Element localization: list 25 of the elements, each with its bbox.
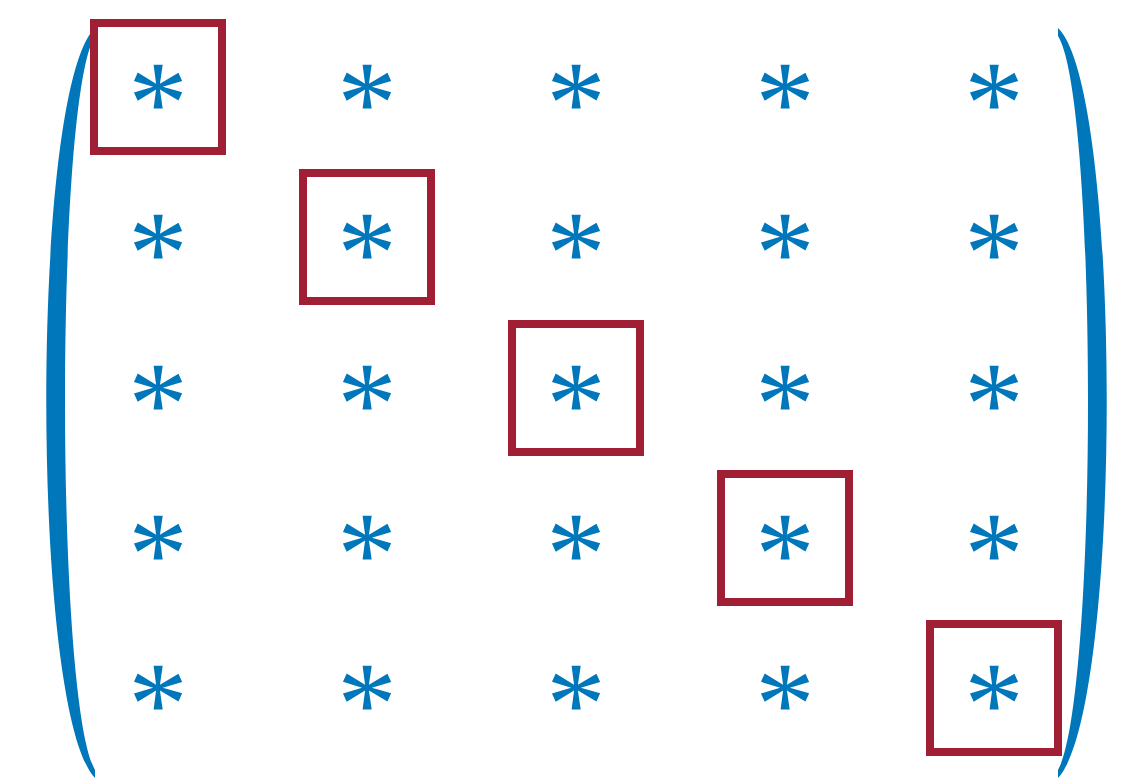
asterisk: * (760, 214, 810, 259)
asterisk: * (969, 64, 1019, 109)
highlight-box: * (717, 470, 853, 606)
asterisk: * (342, 515, 392, 560)
asterisk: * (551, 665, 601, 710)
asterisk: * (551, 64, 601, 109)
highlight-box: * (299, 169, 435, 305)
asterisk: * (134, 665, 183, 710)
highlight-box: * (90, 19, 226, 155)
asterisk: * (134, 214, 183, 259)
asterisk: * (969, 214, 1019, 259)
asterisk: * (760, 665, 810, 710)
asterisk: * (969, 365, 1019, 410)
highlight-box: * (926, 620, 1062, 756)
asterisk: * (134, 515, 183, 560)
asterisk: * (342, 64, 392, 109)
asterisk: * (551, 515, 601, 560)
asterisk: * (342, 365, 392, 410)
asterisk: * (342, 665, 392, 710)
highlight-box: * (508, 320, 644, 456)
asterisk: * (134, 365, 183, 410)
asterisk: * (969, 515, 1019, 560)
asterisk: * (760, 365, 810, 410)
asterisk: * (551, 214, 601, 259)
asterisk: * (760, 64, 810, 109)
